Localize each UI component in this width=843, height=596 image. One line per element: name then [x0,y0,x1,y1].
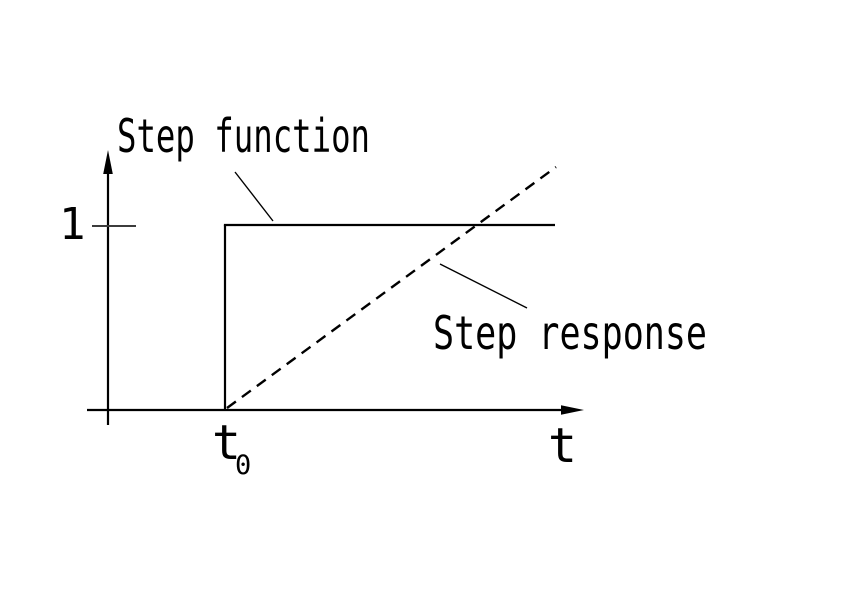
x-axis-label-t: t [548,418,577,474]
step-function-label: Step function [117,109,370,163]
x-tick-label-t0-subscript: 0 [235,450,251,481]
step-function-leader-line [234,171,274,222]
step-response-leader-line [439,263,528,309]
y-tick-label-1: 1 [59,199,86,250]
y-axis-arrowhead [103,150,113,174]
step-response-dashed-line [226,166,557,409]
step-response-label: Step response [433,306,707,360]
x-axis-arrowhead [561,405,584,415]
x-tick-label-t0-main: t [212,415,241,471]
